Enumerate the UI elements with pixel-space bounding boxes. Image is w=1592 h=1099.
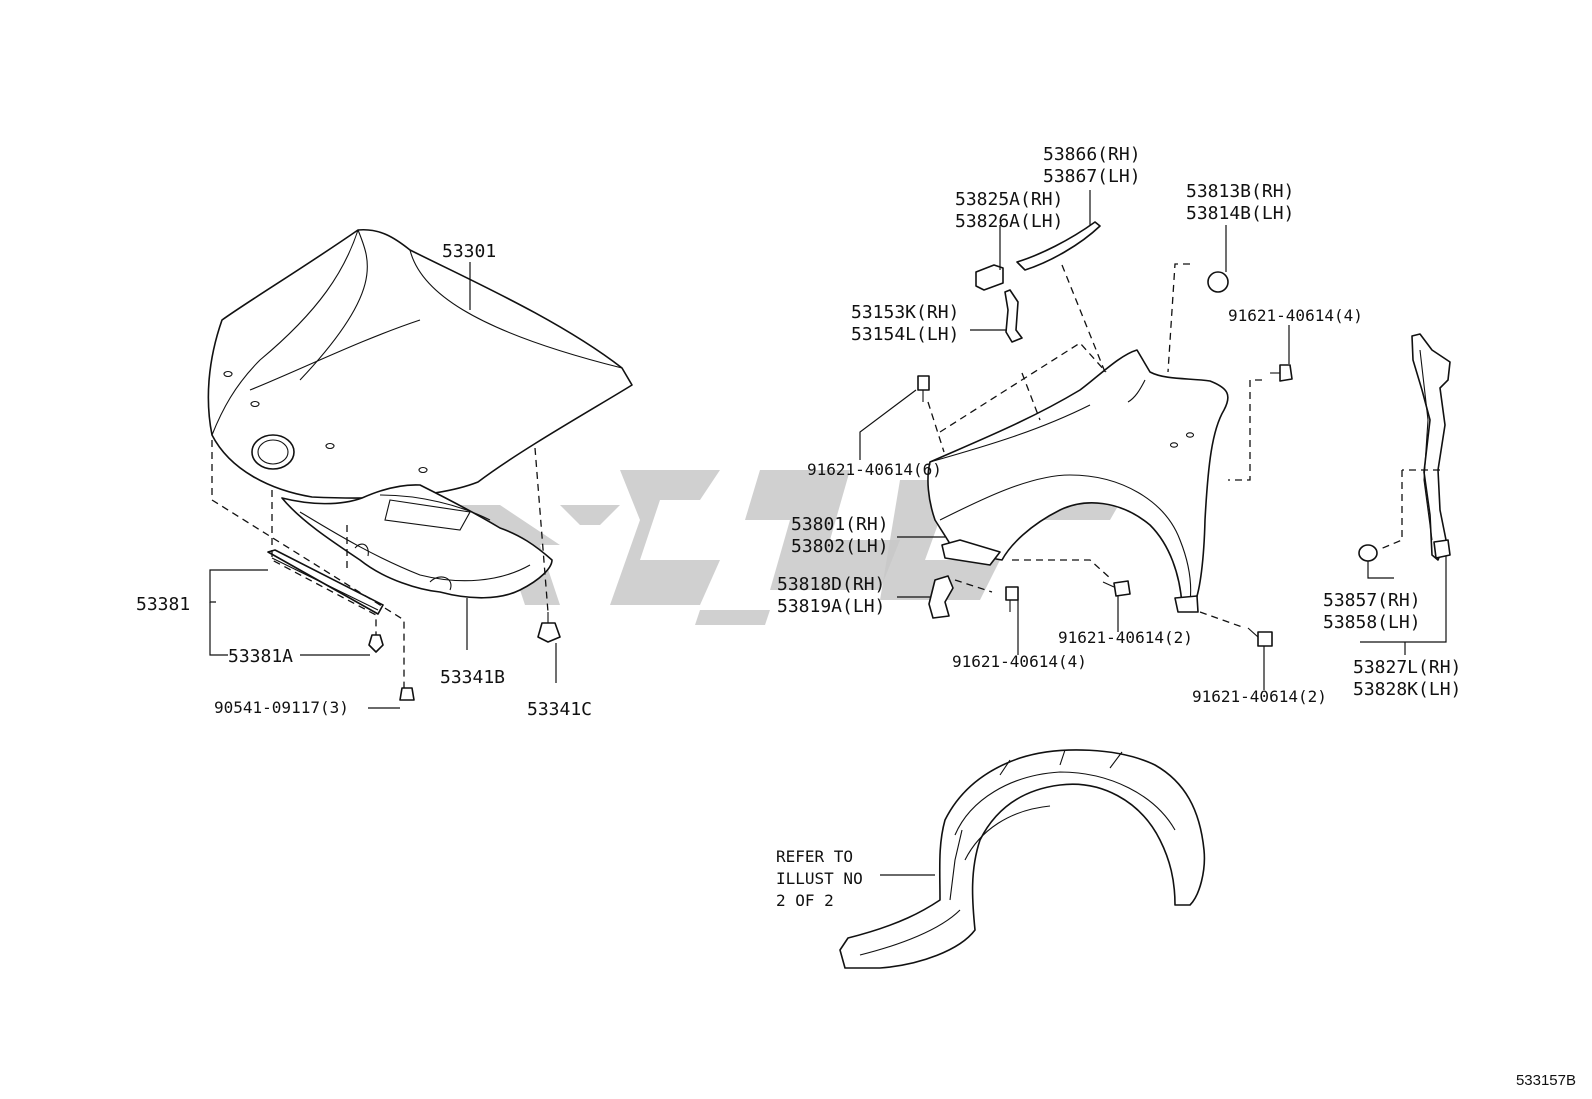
clip-90541	[399, 687, 415, 701]
callout-53381: 53381	[136, 594, 190, 615]
callout-53381a: 53381A	[228, 646, 293, 667]
bolt-bottom-right	[1247, 627, 1273, 647]
clip-hood-small	[368, 634, 384, 653]
callout-53341c: 53341C	[527, 699, 592, 720]
callout-91621-bottom-right: 91621-40614(2)	[1192, 687, 1327, 706]
callout-91621-bottom-mid: 91621-40614(2)	[1058, 628, 1193, 647]
hood-panel	[207, 228, 633, 499]
hood-seal-strip	[267, 549, 384, 615]
callout-53825a-rh: 53825A(RH)	[955, 189, 1063, 210]
callout-53814b-lh: 53814B(LH)	[1186, 203, 1294, 224]
callout-53866-rh: 53866(RH)	[1043, 144, 1141, 165]
callout-53154l-lh: 53154L(LH)	[851, 324, 959, 345]
cushion-53813b	[1207, 271, 1229, 293]
bolt-top-right	[1270, 364, 1293, 382]
callout-53301: 53301	[442, 241, 496, 262]
callout-53867-lh: 53867(LH)	[1043, 166, 1141, 187]
retainer-53341c	[537, 612, 561, 643]
refer-note-line3: 2 OF 2	[776, 891, 834, 910]
bracket-53825a	[975, 264, 1004, 291]
callout-53826a-lh: 53826A(LH)	[955, 211, 1063, 232]
leader-lines	[209, 190, 1447, 876]
callout-53341b: 53341B	[440, 667, 505, 688]
callout-53801-rh: 53801(RH)	[791, 514, 889, 535]
fender-liner	[839, 749, 1206, 969]
seal-53866	[1016, 221, 1101, 271]
callout-91621-top-right: 91621-40614(4)	[1228, 306, 1363, 325]
refer-note-line2: ILLUST NO	[776, 869, 863, 888]
hood-dashed-lines	[211, 440, 549, 688]
callout-53802-lh: 53802(LH)	[791, 536, 889, 557]
callout-labels: 53301 53381 53381A 90541-09117(3) 53341B…	[136, 144, 1461, 910]
hood-insulator	[281, 484, 553, 599]
clip-53857	[1358, 544, 1378, 562]
callout-53857-rh: 53857(RH)	[1323, 590, 1421, 611]
callout-53819a-lh: 53819A(LH)	[777, 596, 885, 617]
callout-90541-09117: 90541-09117(3)	[214, 698, 349, 717]
refer-note-line1: REFER TO	[776, 847, 853, 866]
fender-dashed-lines	[927, 263, 1440, 629]
callout-91621-left: 91621-40614(6)	[807, 460, 942, 479]
callout-53858-lh: 53858(LH)	[1323, 612, 1421, 633]
front-fender	[927, 349, 1229, 613]
document-id: 533157B	[1515, 1072, 1576, 1089]
bolt-left	[917, 375, 930, 402]
callout-53153k-rh: 53153K(RH)	[851, 302, 959, 323]
callout-53827l-rh: 53827L(RH)	[1353, 657, 1461, 678]
callout-53828k-lh: 53828K(LH)	[1353, 679, 1461, 700]
callout-91621-bottom-left: 91621-40614(4)	[952, 652, 1087, 671]
callout-53813b-rh: 53813B(RH)	[1186, 181, 1294, 202]
bolt-bottom-left	[1005, 586, 1019, 612]
side-seal-53827l	[1411, 333, 1451, 561]
bracket-53818d	[928, 575, 954, 619]
bolt-bottom-mid	[1102, 580, 1131, 597]
bracket-53153k	[1004, 289, 1023, 343]
callout-53818d-rh: 53818D(RH)	[777, 574, 885, 595]
